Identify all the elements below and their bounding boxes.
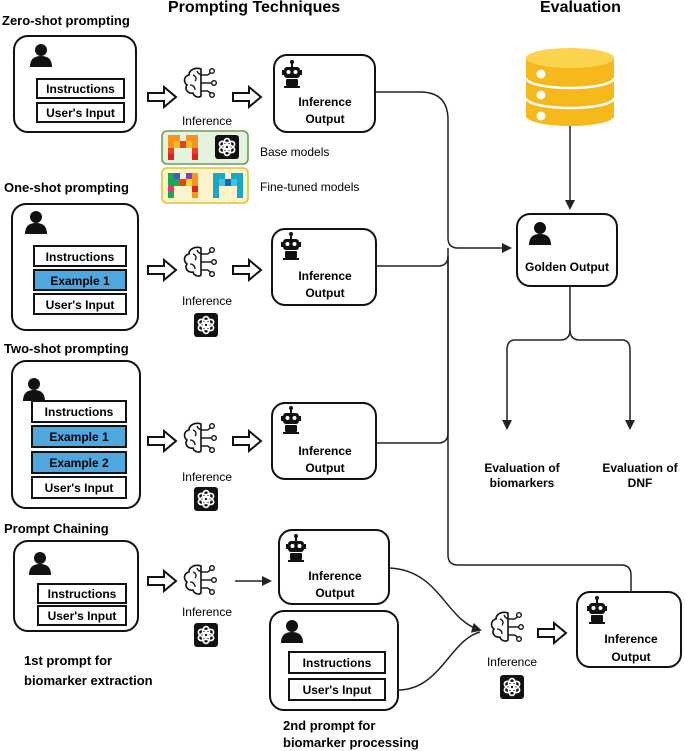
inference-label: Inference [182, 605, 232, 619]
first-prompt-caption-1: 1st prompt for [24, 653, 112, 668]
inference-output-label-2: Output [305, 461, 344, 475]
arrow-to-output [232, 86, 262, 108]
instructions-label: Instructions [48, 587, 117, 601]
inference-label: Inference [182, 470, 232, 484]
header-prompting-techniques: Prompting Techniques [168, 0, 340, 16]
connector-golden-to-dnf [569, 329, 635, 430]
example-1-box [31, 425, 127, 448]
users-input-label: User's Input [303, 683, 372, 697]
connector-first-output-to-inference [388, 567, 482, 633]
inference-output-label-2: Output [305, 112, 344, 126]
users-input-box [31, 476, 127, 499]
golden-output-label: Golden Output [525, 260, 609, 274]
arrow-to-output [232, 430, 262, 452]
database-icon [524, 48, 616, 126]
arrow-to-inference [147, 259, 177, 281]
connector-one-shot-to-golden [376, 248, 449, 267]
instructions-box [33, 245, 127, 267]
users-input-label: User's Input [46, 298, 115, 312]
instructions-box [36, 78, 125, 99]
openai-logo-icon [193, 312, 219, 338]
openai-logo-icon [499, 674, 525, 700]
connector-chaining-to-golden [447, 256, 632, 592]
first-prompt-caption-2: biomarker extraction [24, 673, 153, 688]
users-input-label: User's Input [48, 609, 117, 623]
second-prompt-caption-2: biomarker processing [283, 735, 419, 750]
example-2-label: Example 2 [49, 456, 109, 470]
connector-golden-to-biomarkers [502, 286, 571, 430]
section-title-two-shot: Two-shot prompting [4, 341, 129, 356]
fine-tuned-models-label: Fine-tuned models [260, 180, 359, 194]
instructions-label: Instructions [45, 405, 114, 419]
mistral-logo-icon [168, 135, 198, 160]
users-input-label: User's Input [45, 481, 114, 495]
brain-network-icon [183, 564, 218, 596]
example-1-label: Example 1 [49, 430, 109, 444]
inference-output-box [278, 529, 390, 605]
instructions-box [37, 583, 127, 604]
inference-output-label-1: Inference [308, 569, 362, 583]
arrow-to-inference [147, 430, 177, 452]
openai-logo-icon [214, 134, 240, 160]
brain-network-icon [183, 246, 218, 278]
connector-two-shot-to-golden [376, 256, 449, 444]
example-1-box [33, 269, 127, 291]
arrow-to-inference [147, 86, 177, 108]
inference-label: Inference [182, 294, 232, 308]
instructions-label: Instructions [46, 250, 115, 264]
users-input-box [33, 293, 127, 315]
inference-label: Inference [487, 655, 537, 669]
connector-zero-shot-to-golden [375, 91, 512, 253]
section-title-prompt-chaining: Prompt Chaining [4, 521, 109, 536]
openai-logo-icon [193, 486, 219, 512]
inference-output-label-2: Output [315, 586, 354, 600]
arrow-to-inference [147, 570, 177, 592]
inference-output-label-2: Output [305, 286, 344, 300]
users-input-box [288, 678, 386, 701]
connector-second-prompt-to-inference [397, 631, 481, 691]
base-models-label: Base models [260, 145, 329, 159]
users-input-box [37, 605, 127, 626]
header-evaluation: Evaluation [540, 0, 621, 16]
inference-output-label-1: Inference [298, 95, 352, 109]
brain-network-icon [183, 422, 218, 454]
inference-label: Inference [182, 114, 232, 128]
mistral-fine-tuned-logo-icon [168, 173, 198, 198]
fine-tuned-models-panel [161, 167, 249, 204]
example-1-label: Example 1 [50, 274, 110, 288]
inference-output-label-2: Output [611, 650, 650, 664]
inference-output-label-1: Inference [298, 444, 352, 458]
inference-output-label-1: Inference [604, 632, 658, 646]
openai-logo-icon [193, 622, 219, 648]
eval-dnf-label-2: DNF [628, 476, 653, 490]
eval-biomarkers-label-1: Evaluation of [484, 461, 560, 475]
brain-network-icon [183, 67, 218, 99]
users-input-box [36, 102, 125, 123]
section-title-zero-shot: Zero-shot prompting [2, 13, 130, 28]
arrow-to-output [232, 259, 262, 281]
instructions-box [288, 651, 386, 674]
inference-output-label-1: Inference [298, 269, 352, 283]
eval-dnf-label-1: Evaluation of [602, 461, 678, 475]
arrow-to-output [537, 622, 567, 644]
mistral-fine-tuned-blue-logo-icon [213, 173, 243, 198]
section-title-one-shot: One-shot prompting [4, 180, 129, 195]
eval-biomarkers-label-2: biomarkers [490, 476, 555, 490]
example-2-box [31, 451, 127, 474]
instructions-label: Instructions [303, 656, 372, 670]
brain-network-icon [490, 611, 525, 643]
users-input-label: User's Input [46, 106, 115, 120]
instructions-box [31, 400, 127, 423]
instructions-label: Instructions [46, 82, 115, 96]
second-prompt-caption-1: 2nd prompt for [283, 718, 375, 733]
golden-output-box [516, 213, 618, 287]
